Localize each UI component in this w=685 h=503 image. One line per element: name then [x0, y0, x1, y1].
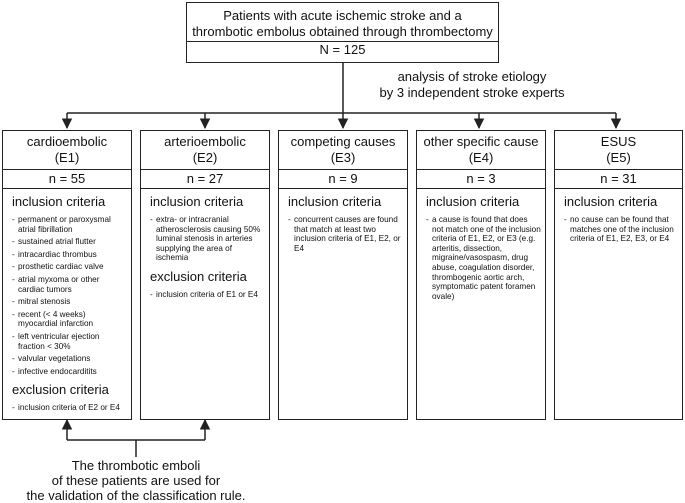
exclusion-list: inclusion criteria of E2 or E4 [12, 403, 127, 413]
top-title-line1: Patients with acute ischemic stroke and … [223, 8, 462, 23]
inclusion-list: permanent or paroxysmal atrial fibrillat… [12, 215, 127, 376]
category-criteria: inclusion criteria a cause is found that… [426, 188, 541, 304]
inclusion-criteria-title: inclusion criteria [150, 194, 244, 209]
category-divider [3, 169, 131, 170]
category-criteria: inclusion criteria concurrent causes are… [288, 188, 403, 256]
category-header: ESUS (E5) [555, 134, 682, 166]
category-header: arterioembolic (E2) [141, 134, 269, 166]
inclusion-criteria-title: inclusion criteria [564, 194, 658, 209]
inclusion-item: infective endocarditits [12, 367, 127, 377]
top-box: Patients with acute ischemic stroke and … [186, 2, 499, 63]
category-code: (E3) [330, 150, 356, 165]
category-name: other specific cause [423, 134, 539, 149]
exclusion-criteria-title: exclusion criteria [12, 382, 109, 398]
category-box-e3: competing causes (E3) n = 9 inclusion cr… [278, 130, 408, 420]
category-criteria: inclusion criteria no cause can be found… [564, 188, 678, 247]
category-divider [417, 169, 545, 170]
category-code: (E4) [468, 150, 494, 165]
inclusion-item: concurrent causes are found that match a… [288, 215, 403, 253]
category-count: n = 55 [48, 171, 86, 186]
inclusion-item: sustained atrial flutter [12, 237, 127, 247]
category-name: competing causes [290, 134, 396, 149]
inclusion-list: a cause is found that does not match one… [426, 215, 541, 301]
category-criteria: inclusion criteria permanent or paroxysm… [12, 188, 127, 416]
category-code: (E1) [54, 150, 80, 165]
category-name: ESUS [600, 134, 637, 149]
analysis-line1: analysis of stroke etiology [397, 69, 547, 84]
inclusion-criteria-title: inclusion criteria [426, 194, 520, 209]
category-divider [141, 188, 269, 189]
category-name: cardioembolic [26, 134, 108, 149]
category-box-e2: arterioembolic (E2) n = 27 inclusion cri… [140, 130, 270, 420]
top-divider [187, 41, 498, 42]
category-header: other specific cause (E4) [417, 134, 545, 166]
category-divider [555, 188, 682, 189]
category-count: n = 31 [600, 171, 637, 186]
category-divider [279, 169, 407, 170]
category-header: competing causes (E3) [279, 134, 407, 166]
analysis-line2: by 3 independent stroke experts [379, 85, 565, 100]
inclusion-item: permanent or paroxysmal atrial fibrillat… [12, 215, 127, 234]
exclusion-criteria-title: exclusion criteria [150, 268, 247, 284]
top-count: N = 125 [319, 42, 366, 57]
category-box-e1: cardioembolic (E1) n = 55 inclusion crit… [2, 130, 132, 420]
category-code: (E5) [606, 150, 631, 165]
inclusion-item: extra- or intracranial atherosclerosis c… [150, 215, 265, 263]
inclusion-item: no cause can be found that matches one o… [564, 215, 678, 244]
category-criteria: inclusion criteria extra- or intracrania… [150, 188, 265, 303]
inclusion-list: extra- or intracranial atherosclerosis c… [150, 215, 265, 263]
category-divider [279, 188, 407, 189]
category-divider [417, 188, 545, 189]
inclusion-item: a cause is found that does not match one… [426, 215, 541, 301]
category-box-e5: ESUS (E5) n = 31 inclusion criteria no c… [554, 130, 683, 420]
inclusion-criteria-title: inclusion criteria [12, 194, 106, 209]
inclusion-list: no cause can be found that matches one o… [564, 215, 678, 244]
inclusion-criteria-title: inclusion criteria [288, 194, 382, 209]
category-box-e4: other specific cause (E4) n = 3 inclusio… [416, 130, 546, 420]
exclusion-item: inclusion criteria of E1 or E4 [150, 290, 265, 300]
inclusion-item: intracardiac thrombus [12, 250, 127, 260]
category-divider [141, 169, 269, 170]
inclusion-item: atrial myxoma or other cardiac tumors [12, 275, 127, 294]
inclusion-item: recent (< 4 weeks) myocardial infarction [12, 310, 127, 329]
category-code: (E2) [192, 150, 218, 165]
inclusion-list: concurrent causes are found that match a… [288, 215, 403, 253]
inclusion-item: left ventricular ejection fraction < 30% [12, 332, 127, 351]
category-count: n = 3 [466, 171, 496, 186]
top-title: Patients with acute ischemic stroke and … [187, 8, 498, 40]
validation-note-line3: the validation of the classification rul… [26, 488, 246, 503]
category-divider [555, 169, 682, 170]
category-count: n = 9 [328, 171, 358, 186]
category-count: n = 27 [186, 171, 224, 186]
exclusion-item: inclusion criteria of E2 or E4 [12, 403, 127, 413]
validation-note-line1: The thrombotic emboli [71, 458, 201, 473]
inclusion-item: valvular vegetations [12, 354, 127, 364]
validation-note-line2: of these patients are used for [51, 473, 221, 488]
exclusion-list: inclusion criteria of E1 or E4 [150, 290, 265, 300]
analysis-label: analysis of stroke etiology by 3 indepen… [362, 69, 582, 101]
category-divider [3, 188, 131, 189]
inclusion-item: prosthetic cardiac valve [12, 262, 127, 272]
inclusion-item: mitral stenosis [12, 297, 127, 307]
category-header: cardioembolic (E1) [3, 134, 131, 166]
top-title-line2: thrombotic embolus obtained through thro… [192, 24, 493, 39]
category-name: arterioembolic [164, 134, 246, 149]
validation-note: The thrombotic emboli of these patients … [2, 458, 270, 503]
